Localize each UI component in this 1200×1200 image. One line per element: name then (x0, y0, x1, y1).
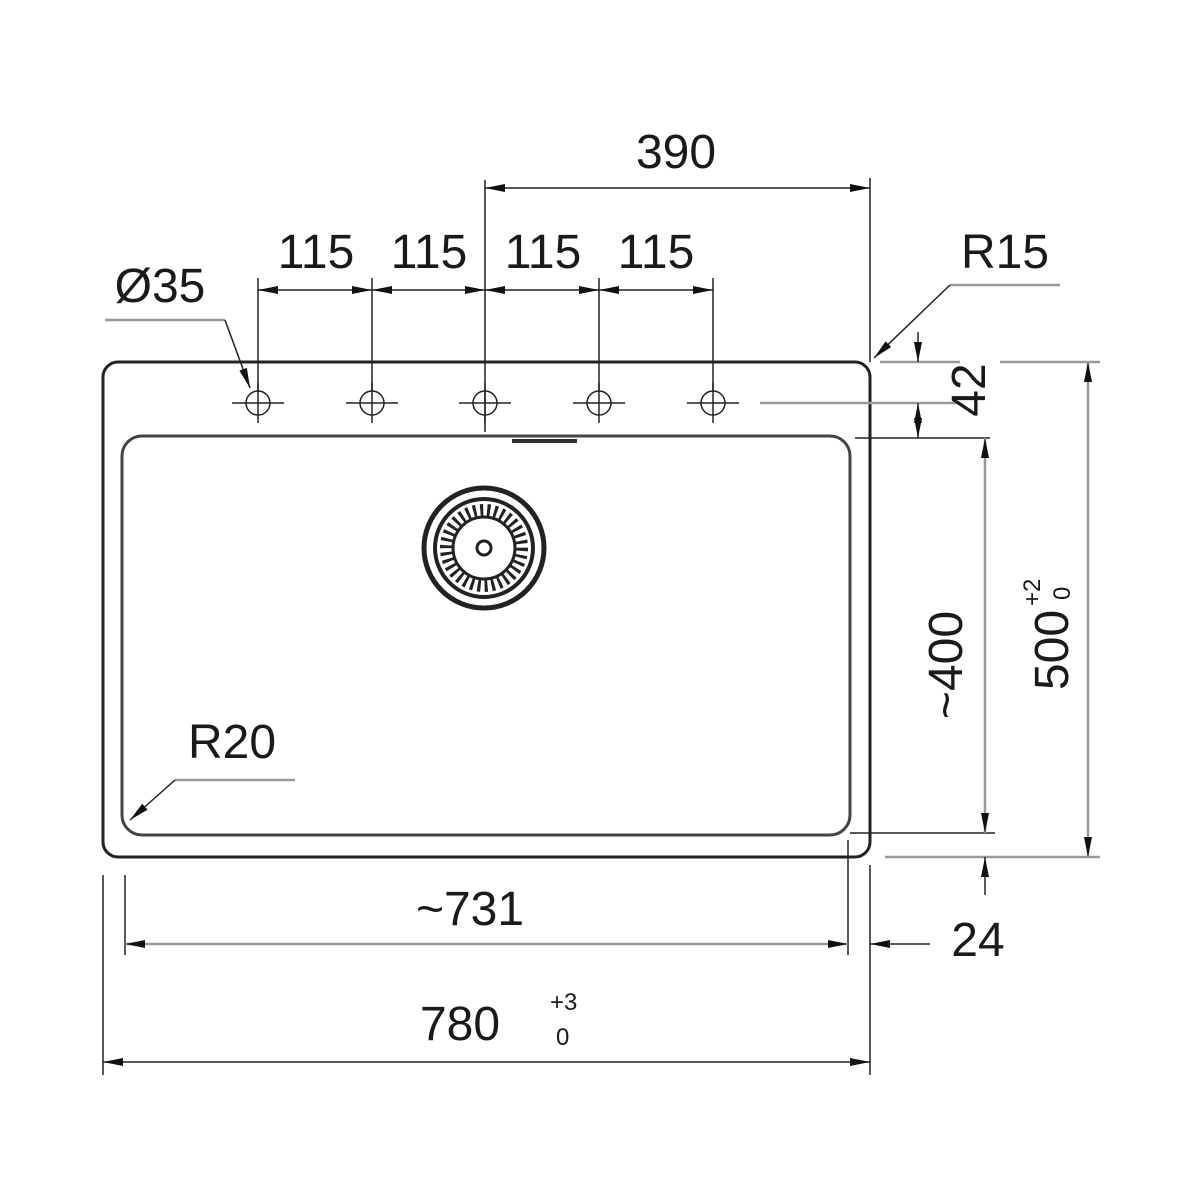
sink-outer-outline (101, 360, 872, 859)
dim-500-tol-lower: 0 (1049, 587, 1076, 600)
dim-42: 42 (943, 363, 996, 416)
dim-diameter-35: Ø35 (115, 260, 206, 313)
dim-780-tol-lower: 0 (556, 1024, 569, 1051)
dim-24: 24 (951, 914, 1004, 967)
dim-400: ~400 (920, 611, 973, 719)
bowl-outline (120, 434, 852, 837)
dim-780: 780 (420, 998, 500, 1051)
dim-115: 115 (391, 226, 468, 279)
dim-500: 500 (1026, 610, 1079, 690)
dim-780-tol-upper: +3 (550, 989, 577, 1016)
dim-390: 390 (636, 126, 716, 179)
dim-115: 115 (618, 226, 695, 279)
dim-500-tol-upper: +2 (1019, 579, 1046, 606)
dim-731: ~731 (416, 883, 524, 936)
dim-115: 115 (505, 226, 582, 279)
dim-radius-15: R15 (961, 226, 1049, 279)
dim-115: 115 (278, 226, 355, 279)
dim-radius-20: R20 (188, 716, 276, 769)
drain-icon (421, 485, 547, 611)
